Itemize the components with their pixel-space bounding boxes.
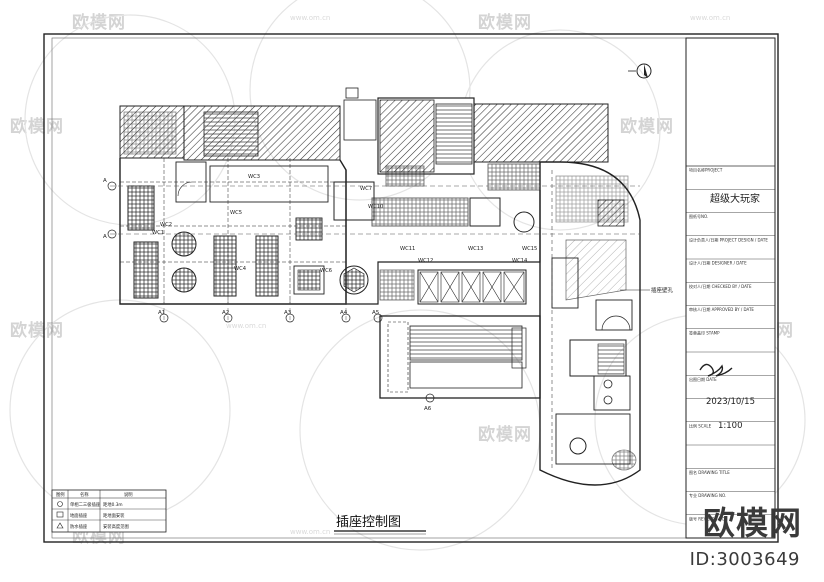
wc-label: WC10	[368, 204, 383, 210]
axis-label: A1	[158, 310, 165, 316]
drawing-title: 插座控制图	[336, 515, 401, 530]
north-arrow	[628, 63, 652, 79]
title-block-row-label: 出图日期 DATE	[689, 376, 717, 382]
wc-label: WC13	[468, 246, 483, 252]
wc-label: WC3	[248, 174, 260, 180]
watermark-url: www.om.cn	[226, 322, 267, 330]
legend-header: 名称	[80, 491, 89, 498]
legend-cell: 防水插座	[70, 523, 88, 530]
watermark-logo-text: 欧模网	[702, 504, 802, 542]
wc-label: WC4	[234, 266, 247, 272]
wc-label: WC7	[360, 186, 372, 192]
watermark-url: www.om.cn	[290, 14, 331, 22]
title-block-row-label: 专业 DRAWING NO.	[689, 492, 726, 498]
title-block-row-label: 签章盖印 STAMP	[689, 329, 720, 335]
wc-label: WC11	[400, 246, 415, 252]
project-name: 超级大玩家	[710, 192, 760, 205]
watermark-text: 欧模网	[478, 13, 532, 33]
title-block-row-label: 项目名称PROJECT	[689, 167, 723, 173]
title-block-row-label: 审核人/日期 APPROVED BY / DATE	[689, 306, 754, 312]
drawing-date: 2023/10/15	[706, 397, 755, 407]
wc-label: WC2	[160, 222, 172, 228]
title-block-row-label: 校对人/日期 CHECKED BY / DATE	[689, 283, 752, 289]
axis-label: A4	[340, 310, 348, 316]
title-block-row-label: 比例 SCALE	[689, 422, 712, 428]
axis-label: A6	[424, 406, 432, 412]
drawing-scale: 1:100	[718, 421, 743, 431]
wc-label: WC5	[230, 210, 242, 216]
axis-label: A3	[284, 310, 292, 316]
legend-table	[51, 489, 167, 533]
legend-cell: 安装高度见图	[103, 523, 129, 530]
wc-label: WC12	[418, 258, 433, 264]
legend-header: 图例	[56, 491, 65, 498]
sheet-outer-border	[43, 33, 779, 543]
legend-cell: 地面插座	[70, 512, 88, 519]
legend-text: 图例 名称 说明 单相二三极插座 距地0.3m 地面插座 距地面安装 防水插座 …	[56, 491, 133, 530]
title-block-row-label: 图纸号NO.	[689, 213, 708, 219]
legend-cell: 距地0.3m	[103, 501, 123, 508]
title-block-row-label: 设计负责人/日期 PROJECT DESIGN / DATE	[689, 236, 768, 242]
signature	[699, 363, 733, 377]
wc-label: WC15	[522, 246, 537, 252]
title-block-row-label: 设计人/日期 DESIGNER / DATE	[689, 260, 747, 266]
watermark-id: ID:3003649	[689, 549, 800, 570]
wc-label: WC14	[512, 258, 528, 264]
title-block-row-label: 图名 DRAWING TITLE	[689, 469, 730, 475]
watermark-text: 欧模网	[72, 13, 126, 33]
wc-label: WC6	[320, 268, 332, 274]
wc-labels: WC3 WC1 WC2 WC4 WC5 WC6 WC7 WC10 WC11 WC…	[152, 174, 537, 274]
axis-label: A	[103, 178, 107, 184]
watermark-text: 欧模网	[10, 117, 64, 137]
legend-cell: 单相二三极插座	[70, 501, 101, 508]
watermark-url: www.om.cn	[690, 14, 731, 22]
title-block-row-label: 版号 REVISION NO.	[689, 515, 726, 521]
watermark-url: www.om.cn	[290, 528, 331, 536]
axis-label: A5	[372, 310, 380, 316]
annotation-label: 插座壁孔	[651, 286, 674, 294]
watermark-text: 欧模网	[478, 425, 532, 445]
title-block-rows: 项目名称PROJECT 图纸号NO. 设计负责人/日期 PROJECT DESIGN…	[686, 165, 775, 521]
title-block	[685, 37, 776, 539]
floor-plan	[107, 87, 641, 486]
legend-header: 说明	[124, 491, 133, 498]
axis-label: A2	[222, 310, 229, 316]
axis-label: A	[103, 234, 107, 240]
legend-cell: 距地面安装	[103, 512, 125, 519]
wc-label: WC1	[152, 230, 164, 236]
